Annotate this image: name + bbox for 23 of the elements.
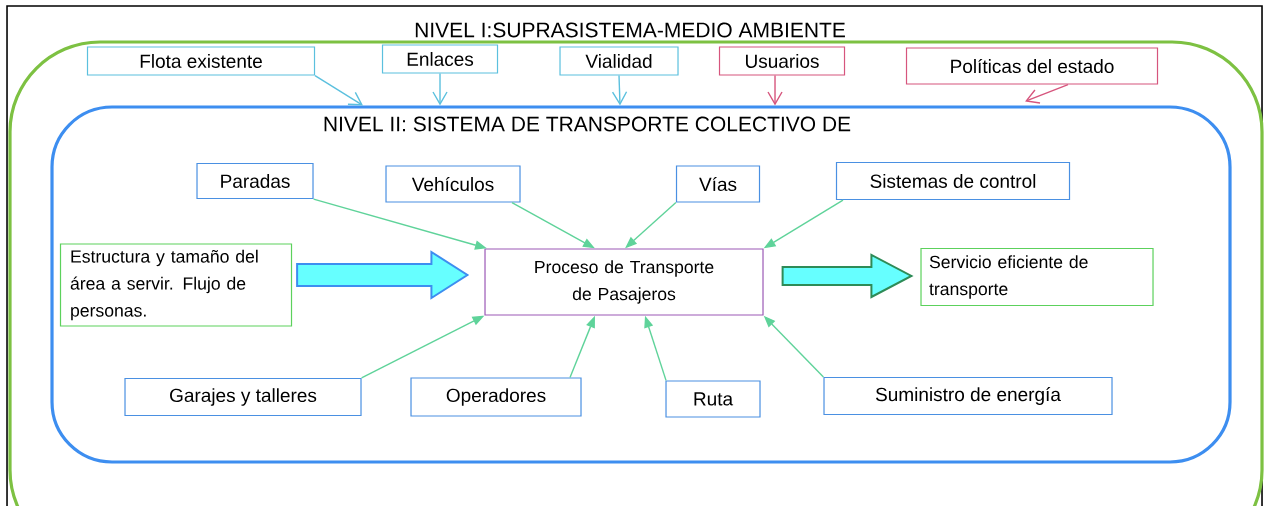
block-arrow [296,250,470,300]
block-arrow [781,253,914,299]
arrow [432,72,448,106]
element-box: Ruta [665,380,761,418]
input-box: Vialidad [559,46,679,76]
input-box: Enlaces [381,44,499,74]
output-box: Servicio eficiente de transporte [920,247,1154,307]
element-box: Paradas [196,162,314,200]
input-box: Flota existente [86,46,316,76]
element-box: Garajes y talleres [124,377,362,417]
element-box: Vías [675,165,761,203]
element-box: Sistemas de control [835,161,1071,201]
element-box: Operadores [410,377,582,417]
arrow [767,74,783,106]
element-box: Suministro de energía [823,376,1113,416]
input-box: Usuarios [718,46,846,76]
arrow [314,74,363,106]
process-box: Proceso de Transporte de Pasajeros [484,248,764,316]
arrow [611,74,628,106]
element-box: Vehículos [385,165,521,203]
input-box: Políticas del estado [905,47,1159,85]
input-box: Estructura y tamaño del área a servir. Flujo de personas. [59,243,293,327]
node-label: NIVEL I:SUPRASISTEMA-MEDIO AMBIENTE [415,22,845,38]
